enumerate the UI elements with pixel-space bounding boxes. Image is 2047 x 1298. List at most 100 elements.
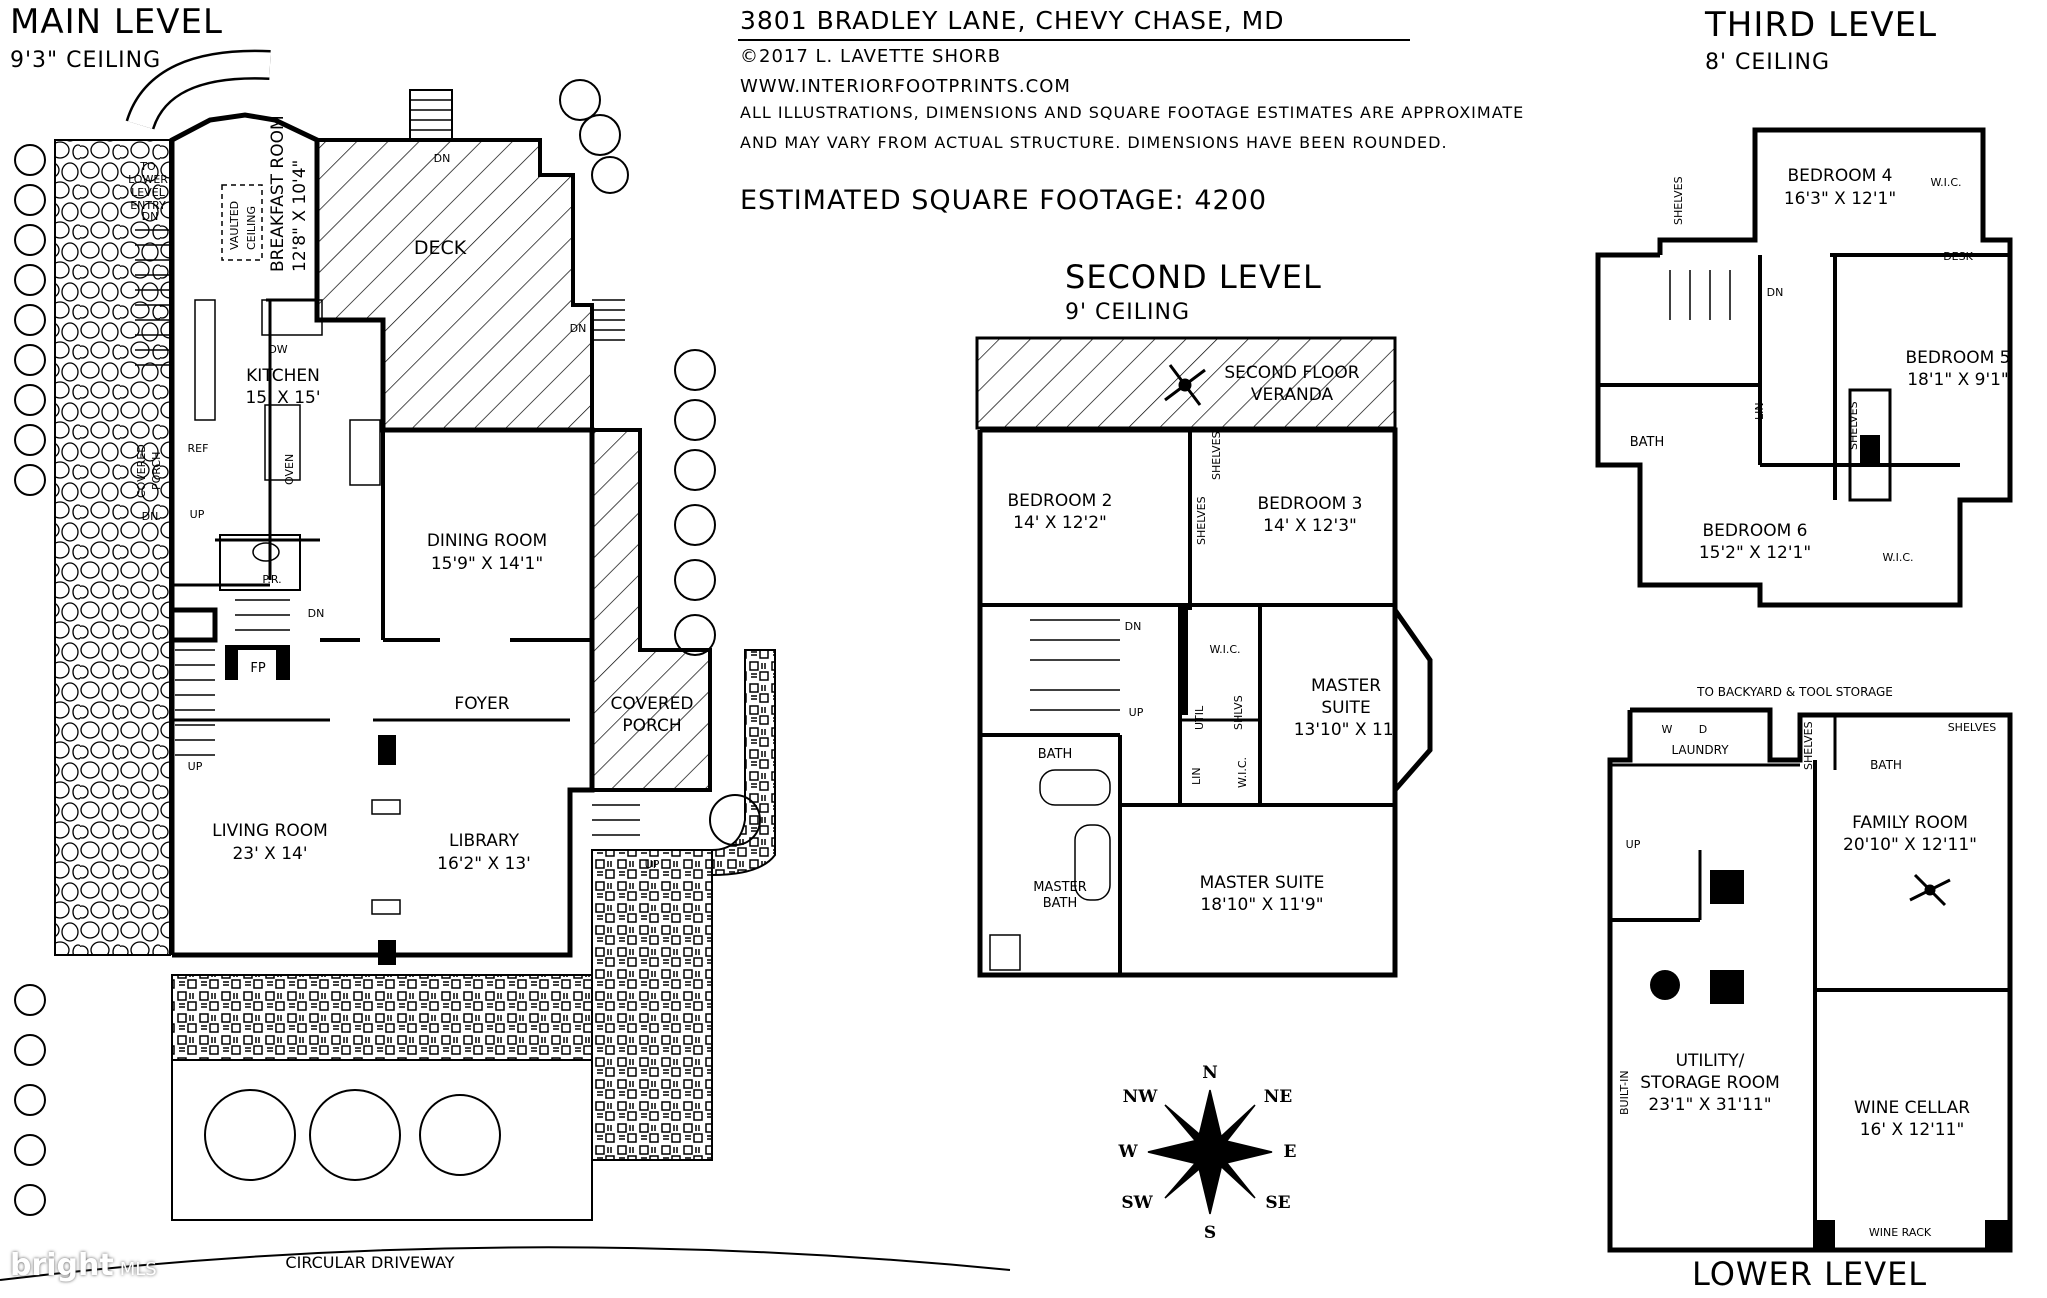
shelves-label-2: SHELVES <box>1847 401 1860 450</box>
shelves-label: SHELVES <box>1802 721 1815 770</box>
master-label-2: SUITE <box>1321 698 1371 718</box>
ref-label: REF <box>187 442 209 455</box>
circular-driveway-label: CIRCULAR DRIVEWAY <box>285 1253 455 1272</box>
compass-w: W <box>1118 1142 1138 1162</box>
d-label: D <box>1698 723 1708 736</box>
master-bath-label-2: BATH <box>1042 896 1078 911</box>
up-label: UP <box>1625 838 1641 851</box>
laundry-label: LAUNDRY <box>1671 743 1729 757</box>
living-room-label: LIVING ROOM <box>212 821 328 841</box>
fp-label: FP <box>250 661 266 676</box>
address-title: 3801 BRADLEY LANE, CHEVY CHASE, MD <box>740 6 1285 35</box>
wine-rack-label: WINE RACK <box>1868 1226 1932 1239</box>
bedroom-4-label: BEDROOM 4 <box>1787 166 1893 186</box>
logo-mls: MLS <box>119 1259 157 1280</box>
trees <box>14 79 761 1216</box>
main-level-plan <box>0 49 1011 1281</box>
disclaimer-line-2: AND MAY VARY FROM ACTUAL STRUCTURE. DIME… <box>740 133 1448 152</box>
vaulted-label: VAULTED <box>228 200 241 250</box>
living-room-dimensions: 23' X 14' <box>232 844 308 864</box>
dn-label-2: DN <box>141 510 159 523</box>
backyard-label: TO BACKYARD & TOOL STORAGE <box>1697 685 1893 699</box>
bath-label: BATH <box>1870 758 1902 772</box>
bedroom-6-dimensions: 15'2" X 12'1" <box>1698 543 1812 563</box>
second-level-title: SECOND LEVEL <box>1065 258 1322 296</box>
shelves-label: SHELVES <box>1672 176 1685 225</box>
wic-label: W.I.C. <box>1930 176 1962 189</box>
wic-label: W.I.C. <box>1209 643 1241 656</box>
second-level-plan <box>975 336 1433 978</box>
compass-se: SE <box>1265 1193 1291 1213</box>
shelves-label-2: SHELVES <box>1947 721 1997 734</box>
wic-label-2: W.I.C. <box>1236 756 1249 788</box>
copyright: ©2017 L. LAVETTE SHORB <box>740 46 1002 67</box>
third-level-title: THIRD LEVEL <box>1705 5 1938 45</box>
up-label-3: UP <box>644 858 660 871</box>
covered-porch-label-2: PORCH <box>622 716 682 736</box>
master-suite-2-dimensions: 18'10" X 11'9" <box>1200 895 1324 915</box>
breakfast-room-label: BREAKFAST ROOM <box>268 115 288 272</box>
to-lower-label-4: ENTRY <box>130 199 166 212</box>
master-label-1: MASTER <box>1310 676 1382 696</box>
lin-label: LIN <box>1753 402 1766 420</box>
kitchen-label: KITCHEN <box>246 366 320 386</box>
compass-n: N <box>1202 1063 1218 1083</box>
w-label: W <box>1661 723 1673 736</box>
veranda-label-1: SECOND FLOOR <box>1224 363 1360 383</box>
wic-label-2: W.I.C. <box>1882 551 1914 564</box>
covered-porch-side-1: COVERED <box>135 444 148 498</box>
bedroom-5-label: BEDROOM 5 <box>1905 348 2011 368</box>
util-label: UTIL <box>1193 705 1206 730</box>
library-label: LIBRARY <box>448 831 520 851</box>
foyer-label: FOYER <box>454 694 510 714</box>
wine-cellar-dimensions: 16' X 12'11" <box>1859 1120 1965 1140</box>
veranda-label-2: VERANDA <box>1250 385 1334 405</box>
second-level-ceiling: 9' CEILING <box>1065 300 1191 325</box>
square-footage: ESTIMATED SQUARE FOOTAGE: 4200 <box>740 185 1268 216</box>
bedroom-3-dimensions: 14' X 12'3" <box>1263 516 1357 536</box>
compass-ne: NE <box>1263 1087 1293 1107</box>
lower-level-title: LOWER LEVEL <box>1692 1255 1928 1293</box>
third-level-ceiling: 8' CEILING <box>1705 50 1831 75</box>
shlvs-label: SHLVS <box>1232 695 1245 730</box>
dining-room-dimensions: 15'9" X 14'1" <box>430 554 544 574</box>
shelves-label: SHELVES <box>1210 431 1223 480</box>
built-in-label: BUILT-IN <box>1618 1070 1631 1115</box>
dining-room-label: DINING ROOM <box>426 531 548 551</box>
dn-label: DN <box>1766 286 1784 299</box>
disclaimer-line-1: ALL ILLUSTRATIONS, DIMENSIONS AND SQUARE… <box>740 103 1525 122</box>
covered-porch-label-1: COVERED <box>610 694 694 714</box>
dw-label: DW <box>268 343 288 356</box>
up-label: UP <box>189 508 205 521</box>
kitchen-dimensions: 15' X 15' <box>245 388 321 408</box>
bedroom-2-dimensions: 14' X 12'2" <box>1013 513 1107 533</box>
master-suite-label: MASTER SUITE <box>1199 873 1325 893</box>
compass-sw: SW <box>1121 1193 1153 1213</box>
website: WWW.INTERIORFOOTPRINTS.COM <box>740 76 1071 97</box>
bath-label: BATH <box>1037 747 1073 762</box>
bedroom-4-dimensions: 16'3" X 12'1" <box>1783 189 1897 209</box>
main-level-title: MAIN LEVEL <box>10 2 223 42</box>
ceiling-label: CEILING <box>245 206 258 250</box>
lower-level-plan <box>1607 707 2013 1253</box>
compass-rose <box>1147 1089 1273 1215</box>
up-label-2: UP <box>187 760 203 773</box>
bedroom-5-dimensions: 18'1" X 9'1" <box>1907 370 2009 390</box>
lin-label: LIN <box>1190 767 1203 785</box>
compass-nw: NW <box>1122 1087 1158 1107</box>
bedroom-6-label: BEDROOM 6 <box>1702 521 1808 541</box>
dn-label-4: DN <box>433 152 451 165</box>
utility-label-2: STORAGE ROOM <box>1640 1073 1780 1093</box>
to-lower-label-2: LOWER <box>128 173 168 186</box>
dn-label-5: DN <box>569 322 587 335</box>
shelves-label-2: SHELVES <box>1195 496 1208 545</box>
utility-label-1: UTILITY/ <box>1675 1051 1745 1071</box>
compass-e: E <box>1283 1142 1297 1162</box>
family-room-dimensions: 20'10" X 12'11" <box>1843 835 1977 855</box>
to-lower-label-1: TO <box>140 160 156 173</box>
master-bath-label-1: MASTER <box>1033 880 1087 895</box>
desk-label: DESK <box>1943 250 1973 263</box>
library-dimensions: 16'2" X 13' <box>437 854 531 874</box>
